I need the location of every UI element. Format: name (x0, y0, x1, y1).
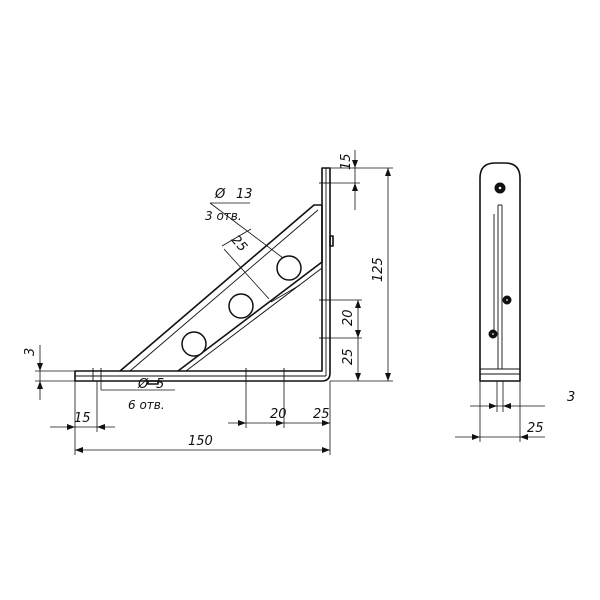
dia13-value: 13 (236, 187, 253, 202)
side-w25-label: 25 (527, 421, 544, 436)
dia13-leader (209, 202, 284, 259)
h20-arrow1 (238, 420, 246, 426)
spacing-diag-ext2 (270, 284, 301, 303)
large-hole-1 (276, 255, 302, 281)
top15-arrow2 (352, 183, 358, 191)
small-tab-h (147, 380, 159, 385)
side-view (479, 162, 521, 382)
v20-label: 20 (341, 309, 356, 326)
gusset-inner-line (129, 209, 319, 372)
v20-arrow1 (355, 300, 361, 308)
small-tab-v (329, 235, 334, 247)
side-dimensions: 3 25 (455, 381, 575, 442)
l150-arrow1 (75, 447, 83, 453)
side-hole-low-inner (490, 331, 496, 337)
l150-arrow2 (322, 447, 330, 453)
h125-label: 125 (371, 257, 386, 282)
dia13-count: 3 отв. (205, 209, 242, 223)
b15-arrow1 (67, 424, 75, 430)
h125-arrow2 (385, 373, 391, 381)
dia5-value: 5 (156, 377, 164, 392)
spacing-diag-label: 25 (228, 233, 250, 255)
h25-arrow (322, 420, 330, 426)
side-t3-label: 3 (567, 390, 575, 405)
side-t3-arrow2 (503, 403, 511, 409)
top15-label: 15 (339, 153, 354, 170)
large-hole-3 (181, 331, 207, 357)
dia5-symbol: Ø (137, 377, 149, 392)
spacing-diag-ext1 (221, 228, 252, 247)
v20-arrow2 (355, 330, 361, 338)
gusset-web (119, 204, 323, 372)
front-dimensions: Ø 13 3 отв. 25 15 125 20 25 (23, 150, 393, 455)
spacing-diag-dim (223, 248, 270, 300)
side-w25-arrow1 (472, 434, 480, 440)
b15-label: 15 (74, 411, 91, 426)
top15-arrow1 (352, 160, 358, 168)
side-hole-mid-inner (504, 297, 510, 303)
front-view (74, 167, 334, 385)
large-hole-2 (228, 293, 254, 319)
h125-arrow1 (385, 168, 391, 176)
bracket-outline (74, 167, 331, 382)
h25-label: 25 (313, 407, 330, 422)
side-hole-top-inner (497, 185, 503, 191)
side-w25-arrow2 (520, 434, 528, 440)
dia13-symbol: Ø (214, 187, 226, 202)
b15-arrow2 (97, 424, 105, 430)
t3-arrow2 (37, 381, 43, 389)
gusset-inner-line-2 (185, 267, 323, 372)
dia5-count: 6 отв. (128, 398, 165, 412)
h20-arrow2 (276, 420, 284, 426)
t3-arrow1 (37, 363, 43, 371)
h20-label: 20 (270, 407, 287, 422)
side-t3-arrow1 (489, 403, 497, 409)
t3-label: 3 (23, 348, 38, 356)
v25-arrow (355, 373, 361, 381)
l150-label: 150 (188, 434, 213, 449)
v25-label: 25 (341, 348, 356, 365)
side-outline (479, 162, 521, 382)
